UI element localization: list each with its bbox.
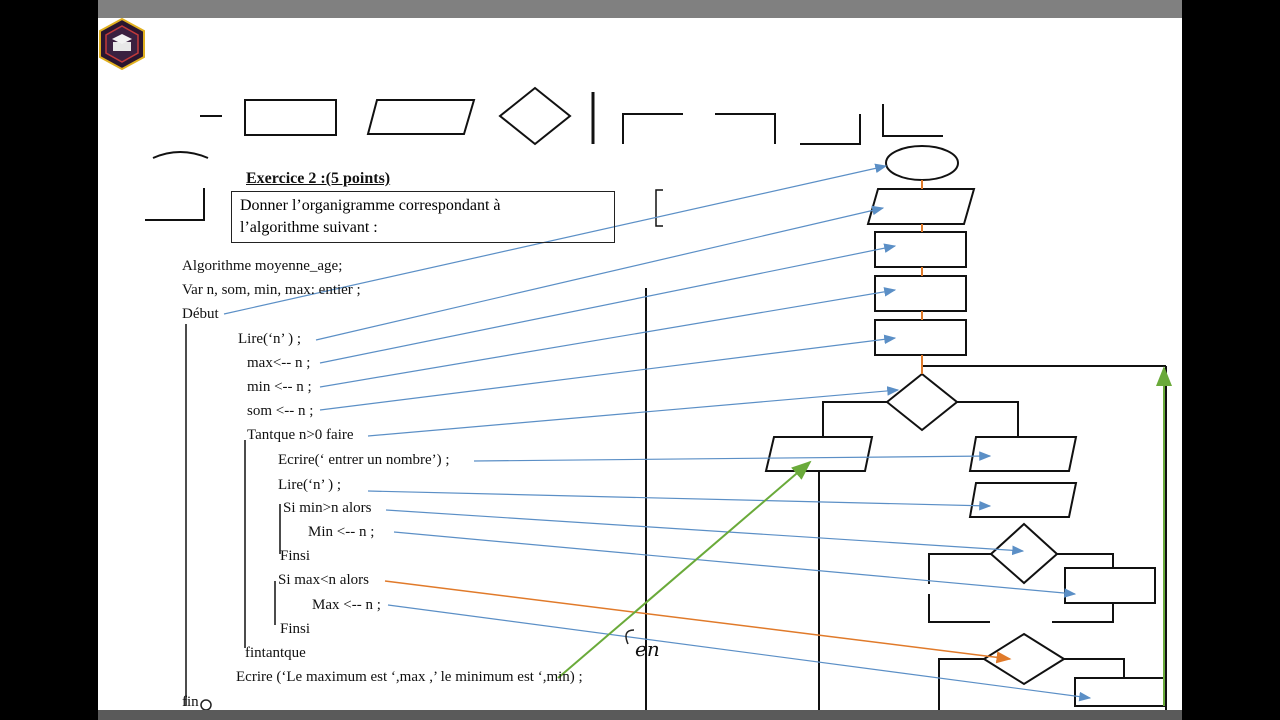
window-top-bar xyxy=(98,0,1182,18)
algo-line: min <-- n ; xyxy=(247,379,312,395)
symbol-palette xyxy=(145,86,943,227)
green-mapping-arrow xyxy=(557,460,812,679)
max-assign-box xyxy=(874,231,967,268)
palette-corner-1 xyxy=(622,113,683,144)
algo-line: Max <-- n ; xyxy=(312,597,381,613)
exercise-title: Exercice 2 :(5 points) xyxy=(246,170,391,187)
lire-box xyxy=(968,482,1078,518)
handwriting-bracket xyxy=(625,629,635,645)
algo-line: Lire(‘n’ ) ; xyxy=(278,477,342,493)
min-update-box xyxy=(1064,567,1156,604)
var-declaration: Var n, som, min, max: entier ; xyxy=(182,282,361,298)
handwritten-note: en xyxy=(635,637,660,661)
window-bottom-bar xyxy=(98,710,1182,720)
palette-diamond xyxy=(498,86,572,146)
flowchart xyxy=(764,145,1167,710)
algo-line: Si min>n alors xyxy=(283,500,372,516)
ecrire-box xyxy=(968,436,1078,472)
palette-corner-5 xyxy=(145,188,205,221)
palette-rectangle xyxy=(244,99,337,136)
max-update-box xyxy=(1074,677,1166,707)
if-max-diamond xyxy=(982,632,1066,686)
algo-line: Finsi xyxy=(280,621,311,637)
orange-mapping-arrow xyxy=(384,580,1012,664)
instruction-box: Donner l’organigramme correspondant à l’… xyxy=(231,191,615,243)
mapping-arrows xyxy=(223,163,1092,702)
palette-arc xyxy=(152,151,209,159)
algo-line: Tantque n>0 faire xyxy=(247,427,354,443)
palette-corner-3 xyxy=(800,114,861,145)
flowchart-canvas xyxy=(145,86,1172,710)
school-logo-icon xyxy=(99,18,145,70)
cursor-circle xyxy=(200,699,212,710)
fin-keyword: fin xyxy=(182,694,199,710)
algo-line: Ecrire(‘ entrer un nombre’) ; xyxy=(278,452,450,468)
debut-keyword: Début xyxy=(182,306,219,322)
while-condition-diamond xyxy=(885,372,959,432)
palette-bracket xyxy=(655,189,663,227)
palette-corner-4 xyxy=(882,104,943,137)
min-assign-box xyxy=(874,275,967,312)
algo-line: Ecrire (‘Le maximum est ‘,max ,’ le mini… xyxy=(236,669,583,685)
palette-corner-2 xyxy=(715,113,776,144)
read-n-box xyxy=(866,188,976,225)
instruction-line-1: Donner l’organigramme correspondant à xyxy=(240,197,501,214)
algorithm-name: Algorithme moyenne_age; xyxy=(182,258,343,274)
output-box xyxy=(764,436,874,472)
algo-line: max<-- n ; xyxy=(247,355,311,371)
document-page: Exercice 2 :(5 points) Donner l’organigr… xyxy=(98,18,1182,710)
som-assign-box xyxy=(874,319,967,356)
algo-line: Finsi xyxy=(280,548,311,564)
algo-line: Lire(‘n’ ) ; xyxy=(238,331,302,347)
if-min-diamond xyxy=(989,522,1059,585)
algo-line: Si max<n alors xyxy=(278,572,369,588)
palette-parallelogram xyxy=(366,99,476,135)
instruction-line-2: l’algorithme suivant : xyxy=(240,219,378,236)
start-terminal xyxy=(885,145,959,181)
algo-line: som <-- n ; xyxy=(247,403,314,419)
algo-line: Min <-- n ; xyxy=(308,524,375,540)
algo-line: fintantque xyxy=(245,645,306,661)
